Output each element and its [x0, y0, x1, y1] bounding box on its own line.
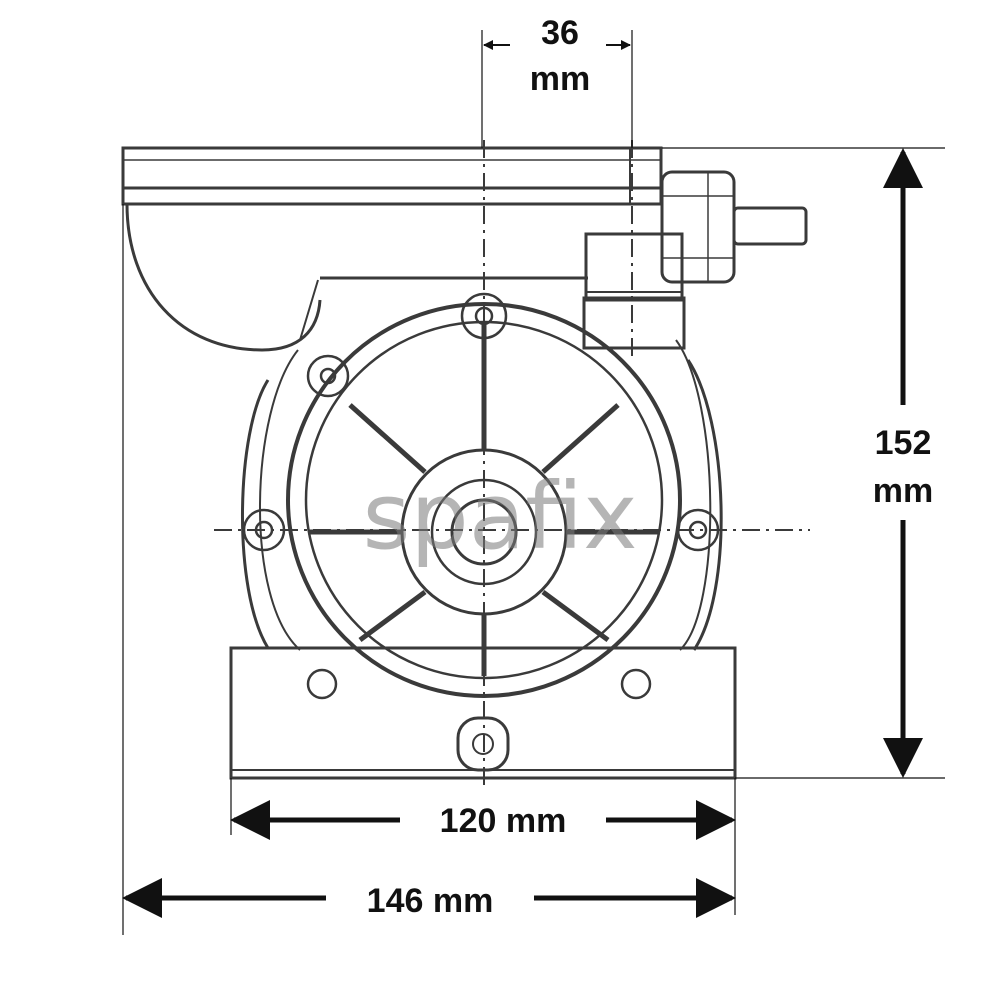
connector-column [584, 232, 684, 302]
dimension-36mm: 36 mm [483, 14, 631, 98]
dim-152-unit: mm [873, 472, 933, 510]
dimension-146mm: 146 mm [122, 878, 736, 920]
dim-36-unit: mm [530, 60, 590, 98]
dimension-120mm: 120 mm [230, 800, 736, 840]
dim-36-value: 36 [541, 14, 579, 52]
dim-146-label: 146 mm [367, 882, 494, 920]
volute-curve [125, 203, 322, 352]
dimension-152mm: 152 mm [873, 148, 933, 778]
impeller-cover-outer [286, 302, 682, 698]
center-lines [214, 140, 810, 790]
outlet-pipe [732, 206, 808, 246]
brand-watermark: spafix [362, 463, 637, 570]
outlet-nut [660, 170, 736, 284]
shaft-hole [450, 498, 518, 566]
top-cover-plate [121, 146, 663, 206]
dim-152-value: 152 [875, 424, 932, 462]
dim-120-label: 120 mm [440, 802, 567, 840]
